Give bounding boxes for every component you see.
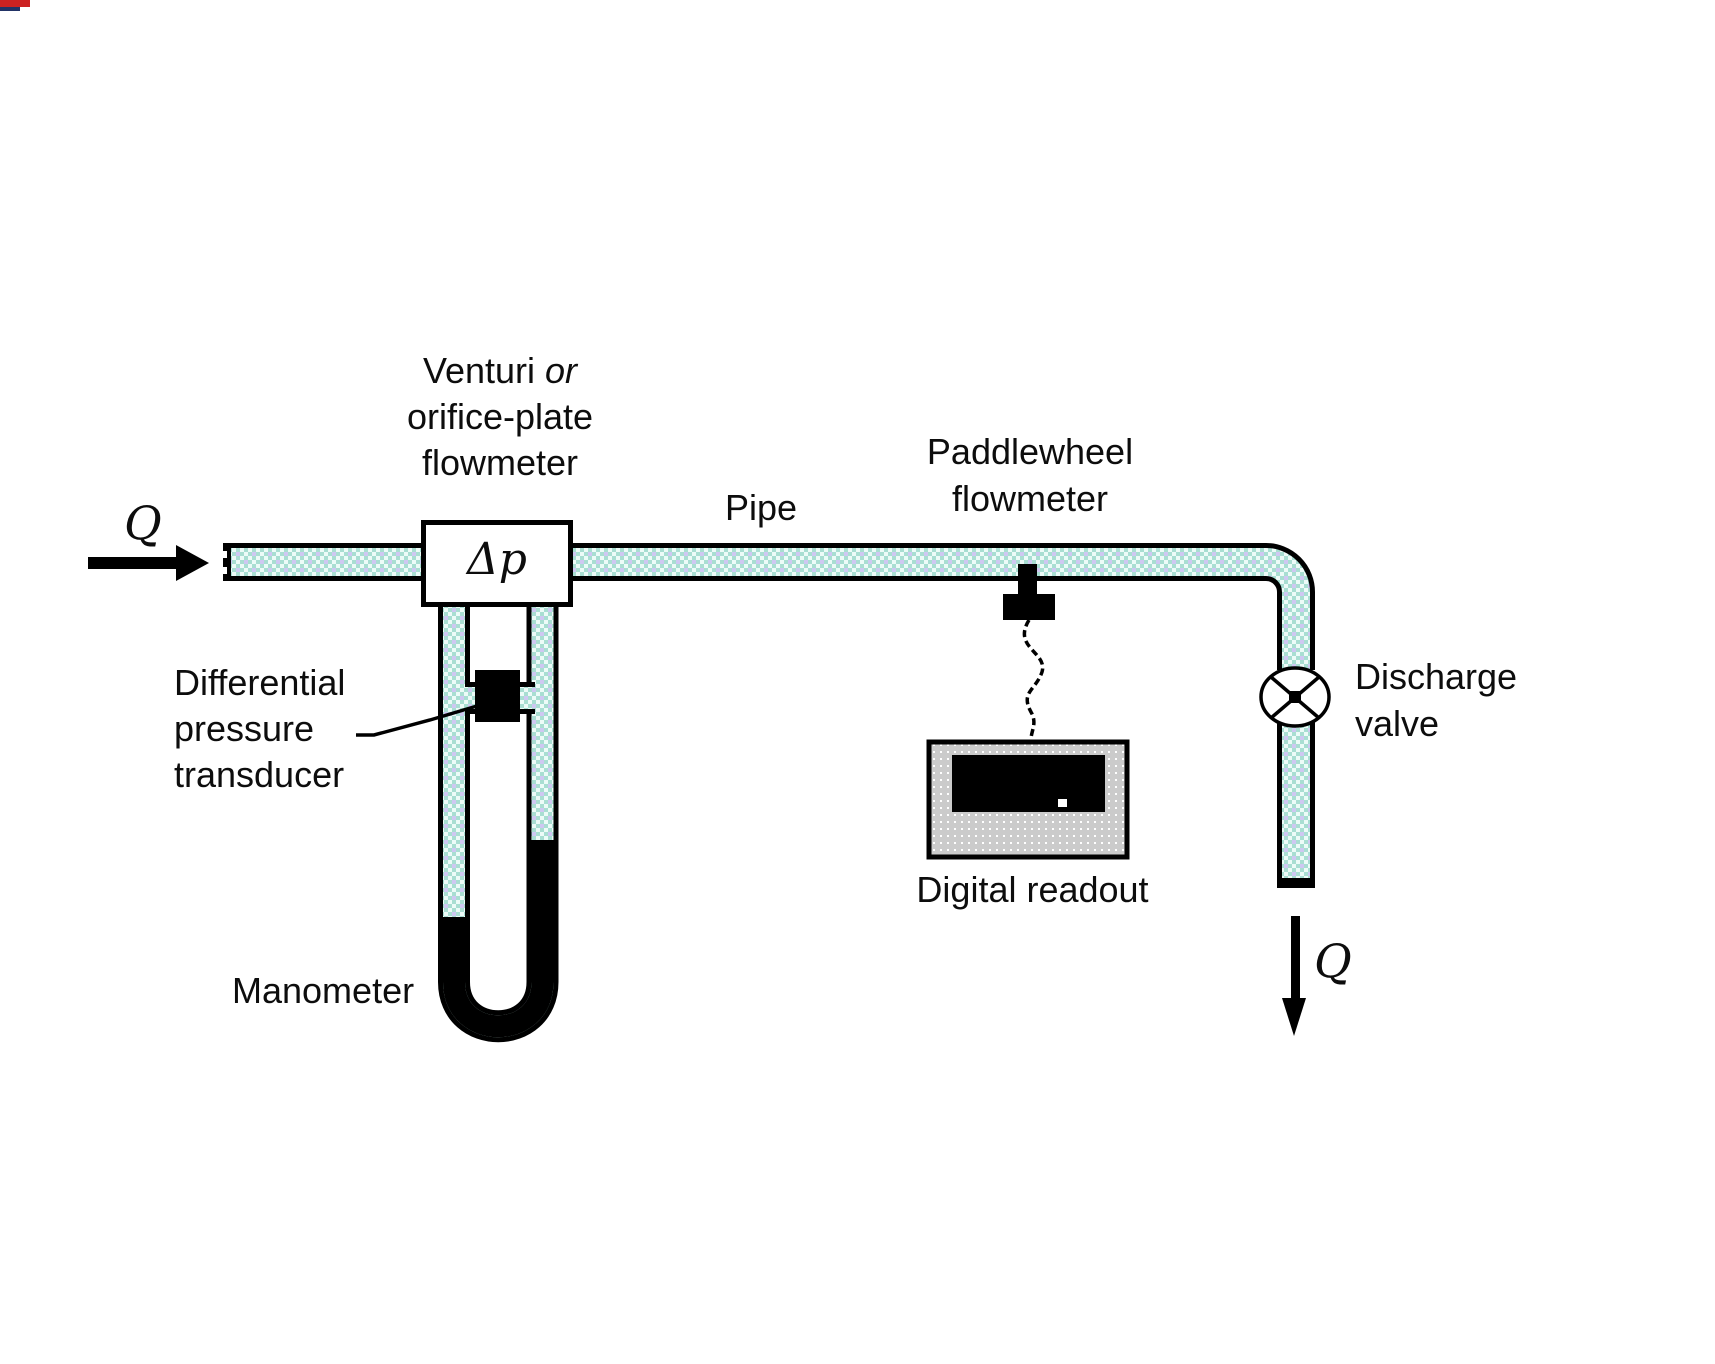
manometer-fluid-column bbox=[443, 840, 554, 1038]
pipe-label: Pipe bbox=[725, 487, 798, 528]
discharge-valve-label: Discharge valve bbox=[1355, 653, 1517, 747]
flow-in-q-label: Q bbox=[124, 496, 162, 550]
flow-out-arrow bbox=[1282, 916, 1306, 1036]
transducer-label-line2: pressure bbox=[174, 708, 315, 749]
transducer-label-line3: transducer bbox=[174, 754, 345, 795]
manometer-utube bbox=[438, 602, 559, 1043]
venturi-label-line3: flowmeter bbox=[421, 442, 579, 483]
pipe-inlet-break bbox=[223, 543, 231, 581]
transducer-body bbox=[475, 670, 520, 722]
flow-out-q-label: Q bbox=[1314, 934, 1352, 988]
delta-p-symbol: Δp bbox=[467, 534, 527, 585]
venturi-flowmeter-label: Venturi or orifice-plate flowmeter bbox=[380, 348, 620, 486]
discharge-label-line1: Discharge bbox=[1355, 656, 1518, 697]
digital-readout-device bbox=[926, 739, 1130, 860]
readout-screen bbox=[952, 755, 1105, 812]
differential-pressure-transducer-label: Differential pressure transducer bbox=[174, 660, 345, 798]
paddlewheel-flowmeter-label: Paddlewheel flowmeter bbox=[910, 428, 1150, 522]
flow-in-arrow bbox=[88, 545, 209, 581]
venturi-flowmeter-box bbox=[421, 520, 573, 607]
transducer-leader-line bbox=[356, 704, 478, 737]
transducer-label-line1: Differential bbox=[174, 662, 346, 703]
manometer-label: Manometer bbox=[232, 970, 415, 1011]
signal-cable bbox=[1022, 619, 1045, 743]
readout-indicator-dot bbox=[1058, 799, 1067, 807]
paddlewheel-label-line1: Paddlewheel bbox=[926, 431, 1134, 472]
pipe-run bbox=[223, 543, 1315, 670]
pressure-transducer bbox=[465, 670, 535, 722]
venturi-label-line1: Venturi or bbox=[380, 348, 620, 394]
scan-artifact bbox=[0, 0, 30, 11]
paddlewheel-sensor bbox=[1003, 564, 1055, 620]
venturi-word: Venturi bbox=[422, 350, 536, 391]
paddlewheel-label-line2: flowmeter bbox=[951, 478, 1109, 519]
venturi-label-line2: orifice-plate bbox=[406, 396, 594, 437]
pipe-outlet-cap bbox=[1277, 879, 1315, 888]
pipe-discharge-segment bbox=[1277, 722, 1315, 888]
discharge-valve-symbol bbox=[1259, 666, 1331, 728]
discharge-label-line2: valve bbox=[1355, 703, 1440, 744]
venturi-or-word: or bbox=[545, 350, 578, 391]
digital-readout-label: Digital readout bbox=[916, 869, 1149, 910]
